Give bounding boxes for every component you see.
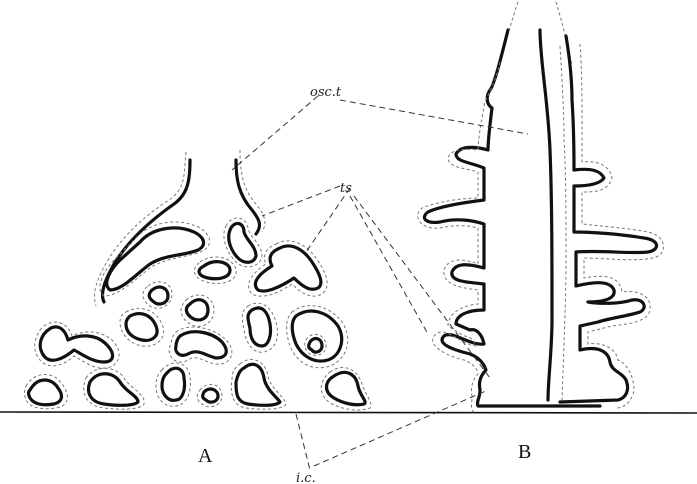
caption-b: B [518,441,531,463]
caption-a: A [198,445,213,467]
label-ts: ts [340,181,352,196]
figure-a-canals [25,218,372,410]
label-ic: i.c. [296,471,316,484]
figure-b [418,2,664,412]
label-osc-t: osc.t [310,85,342,100]
ground-line [0,412,697,413]
figure-a [25,150,372,410]
